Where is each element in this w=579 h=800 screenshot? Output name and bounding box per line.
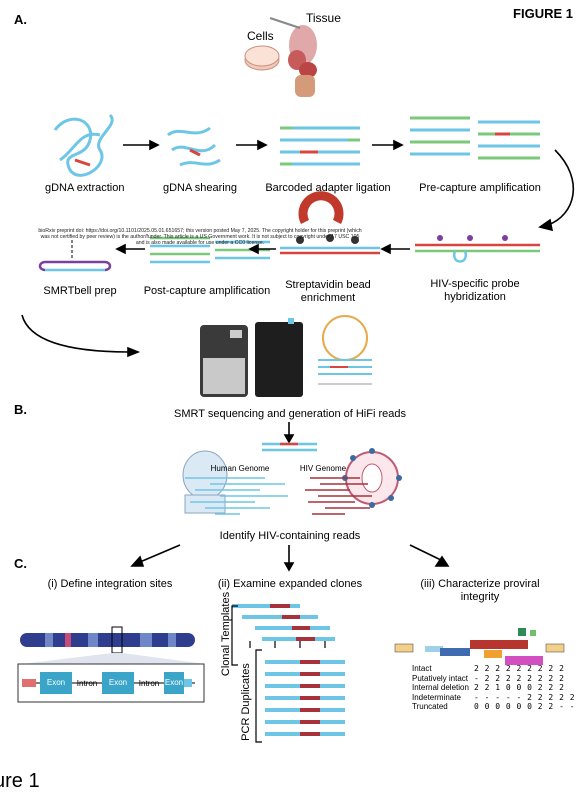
panel-c-label: C. xyxy=(14,556,27,571)
panel-b-title: SMRT sequencing and generation of HiFi r… xyxy=(174,408,406,420)
gene-intron-2: Intron xyxy=(138,678,160,688)
sub-integration-sites: (i) Define integration sites xyxy=(47,578,173,590)
smrtbell-icon xyxy=(38,240,112,272)
petri-dish-icon xyxy=(244,45,280,71)
provirus-map xyxy=(394,628,565,665)
integrity-row: Indeterminate- - - - - 2 2 2 2 2 xyxy=(412,692,576,702)
clonal-templates-label: Clonal Templates xyxy=(220,591,232,677)
hifi-read-icon xyxy=(262,442,317,452)
arrows-row1 xyxy=(123,139,404,151)
sub-expanded-clones: (ii) Examine expanded clones xyxy=(217,578,363,590)
hiv-reads xyxy=(305,477,372,515)
step-streptavidin: Streptavidin bead enrichment xyxy=(285,279,371,304)
step-probe-hybridization: HIV-specific probe hybridization xyxy=(430,278,520,303)
cells-label: Cells xyxy=(247,29,274,43)
step-gdna-extraction: gDNA extraction xyxy=(45,182,125,194)
step-barcoded-ligation: Barcoded adapter ligation xyxy=(265,182,391,194)
panel-b-label: B. xyxy=(14,402,27,417)
preprint-notice: bioRxiv preprint doi: https://doi.org/10… xyxy=(0,228,400,246)
figure-label: FIGURE 1 xyxy=(513,6,573,21)
figure-caption: ure 1 xyxy=(0,770,40,792)
hiv-virion-icon xyxy=(342,448,402,508)
tissue-label: Tissue xyxy=(306,11,341,25)
human-genome-label: Human Genome xyxy=(210,464,270,473)
post-capture-amplification-icon xyxy=(150,236,270,264)
organs-icon xyxy=(269,17,317,97)
step-gdna-shearing: gDNA shearing xyxy=(163,182,237,194)
arrows-row2 xyxy=(115,243,410,255)
gene-structure: Exon Intron Exon Intron Exon xyxy=(40,672,190,694)
gene-exon-3: Exon xyxy=(164,672,184,694)
human-head-icon xyxy=(182,450,228,514)
preprint-notice-line3: and is also made available for use under… xyxy=(135,240,265,246)
gene-exon-2: Exon xyxy=(102,672,134,694)
identify-reads-label: Identify HIV-containing reads xyxy=(219,530,361,542)
step-smrtbell-prep: SMRTbell prep xyxy=(43,285,117,297)
preprint-notice-line2: was not certified by peer review) is the… xyxy=(40,234,360,240)
hiv-genome-label: HIV Genome xyxy=(299,464,347,473)
human-reads xyxy=(185,477,288,515)
smrt-diagram-icon xyxy=(318,315,372,385)
probe-hybridization-icon xyxy=(415,235,540,263)
gdna-shearing-icon xyxy=(167,126,221,167)
gene-intron-1: Intron xyxy=(76,678,98,688)
streptavidin-enrichment-icon xyxy=(280,191,380,255)
clonal-reads xyxy=(231,604,345,743)
pcr-duplicates-label: PCR Duplicates xyxy=(240,663,252,741)
sequencer-icon xyxy=(200,318,303,397)
step-post-capture: Post-capture amplification xyxy=(143,285,271,297)
sub-proviral-integrity: (iii) Characterize proviral integrity xyxy=(420,578,540,603)
pre-capture-amplification-icon xyxy=(410,116,540,160)
curved-arrow-left xyxy=(21,314,141,358)
panel-a-label: A. xyxy=(14,12,27,27)
chromosome-icon xyxy=(20,626,205,664)
curved-arrow-right xyxy=(538,149,575,232)
gene-exon-1: Exon xyxy=(40,672,72,694)
panel-c-arrows xyxy=(130,544,450,572)
preprint-notice-line1: bioRxiv preprint doi: https://doi.org/10… xyxy=(38,228,362,234)
gdna-extraction-icon xyxy=(53,113,114,177)
integrity-row: Putatively intact- 2 2 2 2 2 2 2 2 xyxy=(412,673,565,683)
barcoded-ligation-icon xyxy=(280,126,360,166)
panel-b-arrow xyxy=(283,422,295,444)
step-pre-capture: Pre-capture amplification xyxy=(419,182,541,194)
